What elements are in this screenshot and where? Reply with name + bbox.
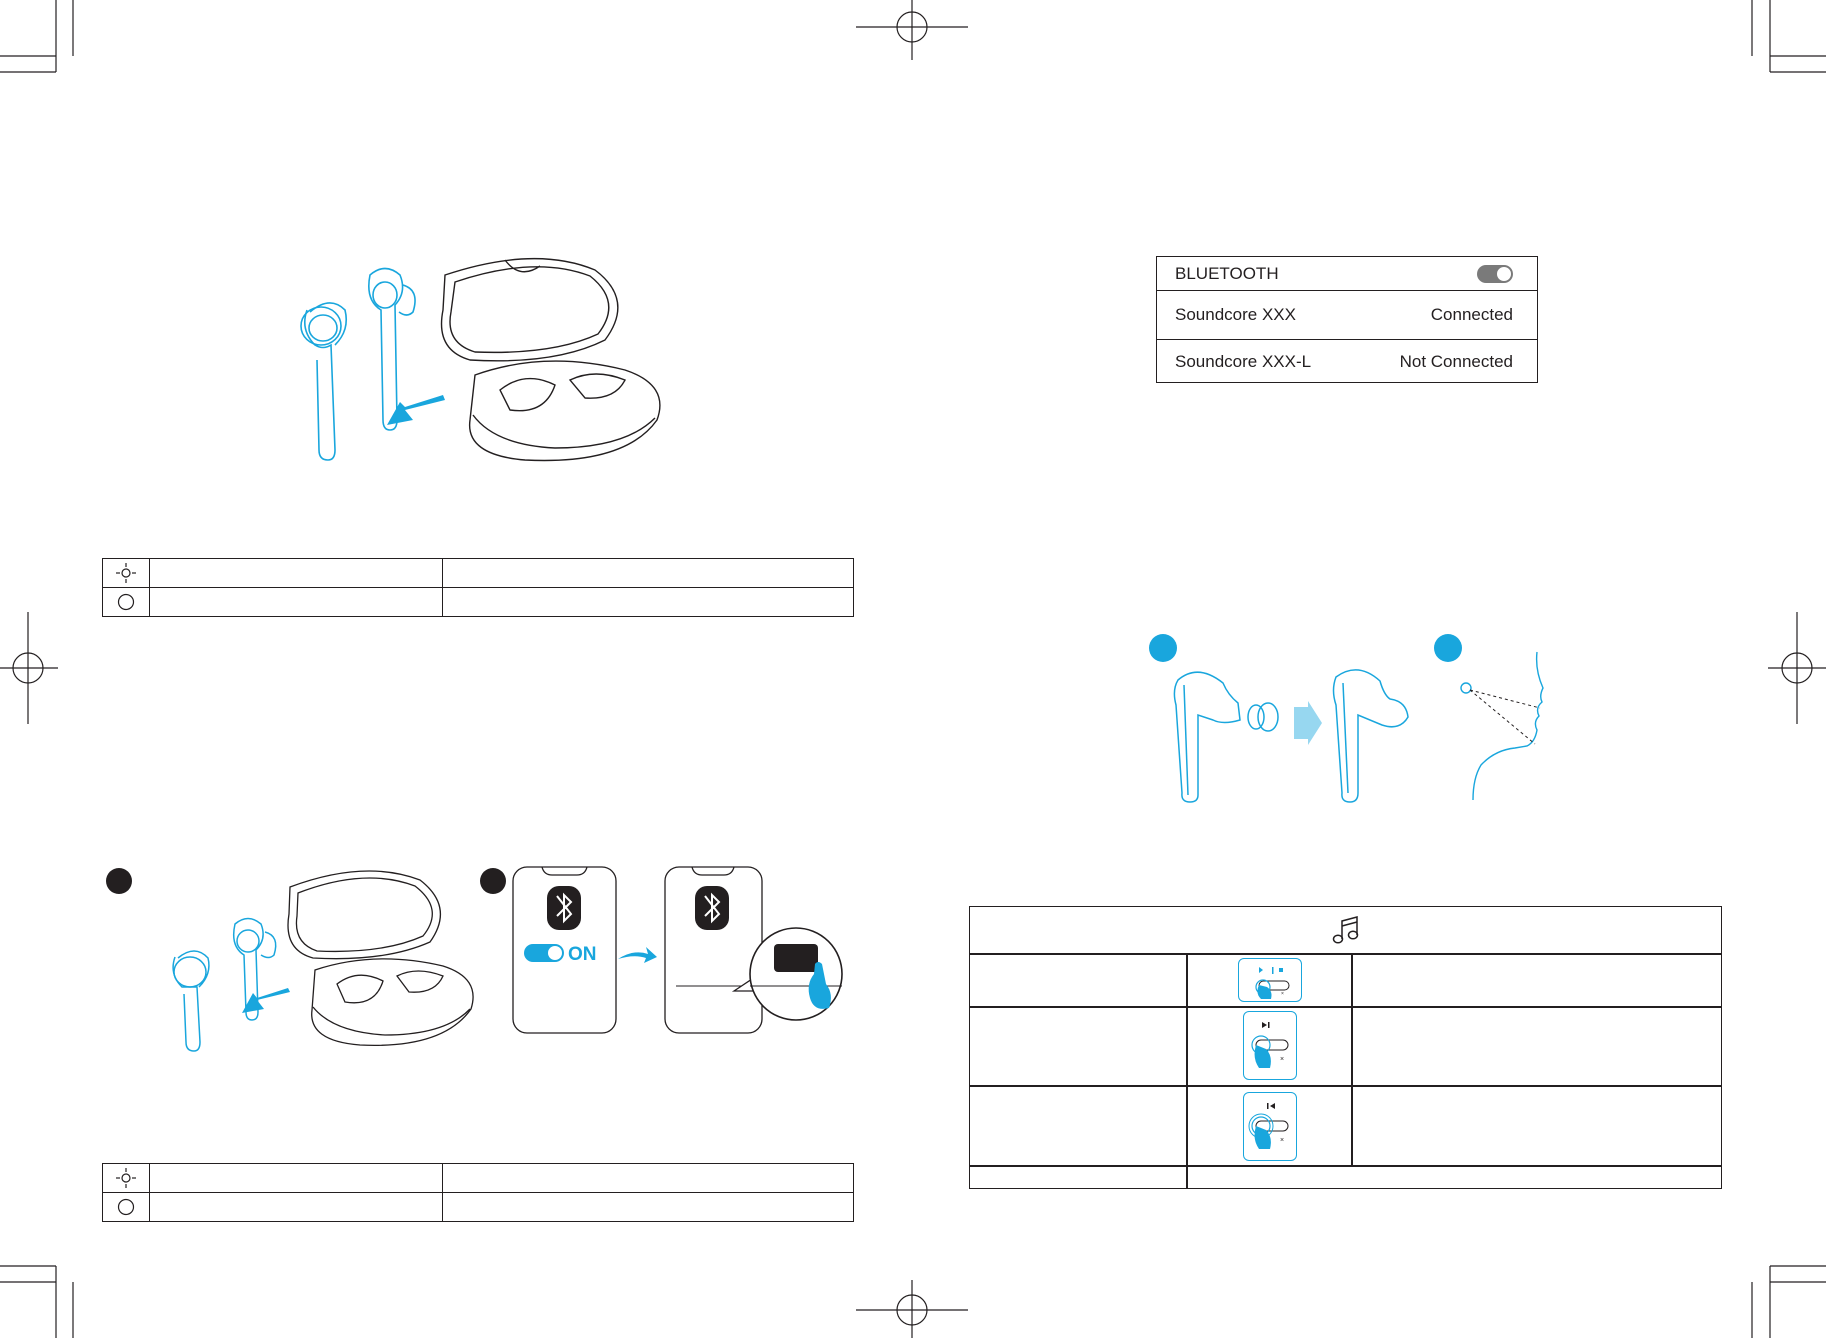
led-icon <box>116 563 136 583</box>
face-profile-fit-illustration <box>1460 651 1544 801</box>
device-name: Soundcore XXX <box>1175 304 1296 324</box>
svg-text:×: × <box>1280 1137 1284 1144</box>
triple-tap-gesture-icon: × <box>1243 1092 1297 1161</box>
pairing-earbuds-illustration <box>172 870 474 1052</box>
earbuds-case-illustration <box>300 257 661 462</box>
led-status-table-1 <box>102 558 854 617</box>
svg-text:×: × <box>1280 1056 1284 1063</box>
step-badge-2 <box>480 868 506 894</box>
step-badge-1 <box>1149 634 1177 662</box>
next-step-arrow-icon <box>618 947 657 963</box>
double-tap-gesture-icon: × <box>1243 1011 1297 1080</box>
table-row <box>102 587 854 617</box>
music-note-icon <box>1332 916 1359 944</box>
phone-bluetooth-on-illustration: ON <box>512 866 617 1034</box>
device-status: Connected <box>1430 304 1513 324</box>
svg-text:×: × <box>1281 991 1284 997</box>
led-icon <box>116 1168 136 1188</box>
table-row <box>102 558 854 588</box>
step-badge-2 <box>1434 634 1462 662</box>
device-row[interactable]: Soundcore XXX-L Not Connected <box>1157 339 1537 384</box>
table-row <box>102 1163 854 1193</box>
controls-table: × × × <box>969 906 1722 1189</box>
ear-tip-replacement-illustration <box>1173 669 1409 803</box>
device-status: Not Connected <box>1399 351 1513 371</box>
bluetooth-on-label: ON <box>568 944 597 965</box>
bluetooth-toggle[interactable] <box>1477 264 1513 283</box>
device-name: Soundcore XXX-L <box>1175 351 1312 371</box>
circle-icon <box>117 593 135 611</box>
bluetooth-title: BLUETOOTH <box>1175 263 1279 283</box>
step-badge-1 <box>106 868 132 894</box>
tap-gesture-icon: × <box>1238 958 1302 1002</box>
phone-select-device-illustration <box>664 866 843 1034</box>
bluetooth-settings-panel: BLUETOOTH Soundcore XXX Connected Soundc… <box>1156 256 1538 383</box>
table-row <box>102 1192 854 1222</box>
device-row[interactable]: Soundcore XXX Connected <box>1157 290 1537 340</box>
bluetooth-header: BLUETOOTH <box>1157 257 1537 291</box>
led-status-table-2 <box>102 1163 854 1222</box>
circle-icon <box>117 1198 135 1216</box>
